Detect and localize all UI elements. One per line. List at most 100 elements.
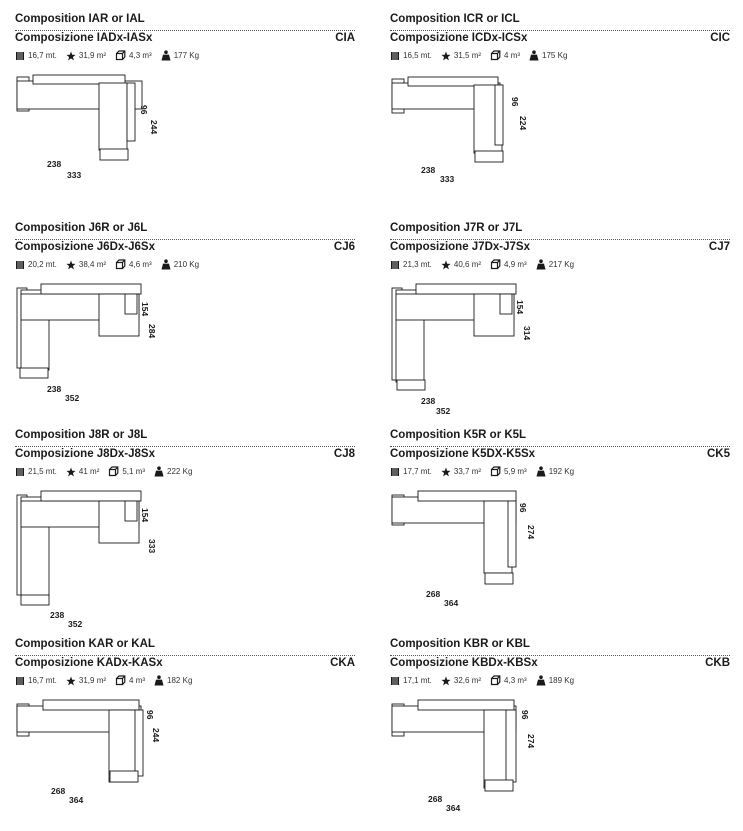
dim-inner: 238 <box>47 384 61 394</box>
cube-icon <box>115 50 126 61</box>
cube-icon <box>115 675 126 686</box>
specs-row: 16,7 mt. 31,9 m² 4,3 m³ 177 Kg <box>15 50 208 61</box>
spec-volume-value: 4,3 m³ <box>129 51 152 60</box>
spec-area-value: 40,6 m² <box>453 260 482 269</box>
sofa-side-back <box>126 82 136 142</box>
dotted-divider <box>390 30 730 31</box>
spec-volume: 4,3 m³ <box>115 50 152 61</box>
composition-subtitle: Composizione IADx-IASx <box>15 32 153 44</box>
spec-volume-value: 5,1 m³ <box>122 467 146 476</box>
sofa-footrest <box>484 572 514 585</box>
specs-row: 20,2 mt. 38,4 m² 4,6 m³ 210 Kg <box>15 259 208 270</box>
length-icon <box>391 467 399 476</box>
spec-volume: 4,9 m³ <box>490 259 527 270</box>
composition-title: Composition IAR or IAL <box>15 13 145 25</box>
sofa-backrest <box>417 699 515 711</box>
floor-plan: 96 244 238 333 <box>16 74 159 180</box>
composition-subtitle: Composizione KBDx-KBSx <box>390 657 538 669</box>
dotted-divider <box>15 446 355 447</box>
star-icon <box>441 260 451 269</box>
dim-short: 96 <box>145 710 155 720</box>
floor-plan: 154 333 238 352 <box>16 490 157 629</box>
spec-weight-value: 222 Kg <box>167 467 193 476</box>
composition-title: Composition KAR or KAL <box>15 638 155 650</box>
spec-area-value: 38,4 m² <box>78 260 107 269</box>
dim-short: 96 <box>520 710 530 720</box>
dotted-divider <box>390 446 730 447</box>
floor-plan: 96 224 238 333 <box>391 76 528 184</box>
floor-plan: 96 244 268 364 <box>16 699 161 805</box>
composition-code: CK5 <box>706 448 730 460</box>
specs-row: 21,5 mt. 41 m² 5,1 m³ 222 Kg <box>15 466 201 477</box>
weight-icon <box>154 466 164 477</box>
spec-weight: 182 Kg <box>154 675 192 686</box>
spec-volume-value: 4,9 m³ <box>504 260 527 269</box>
sofa-chaise <box>108 709 138 783</box>
dim-inner: 268 <box>428 794 442 804</box>
floor-plan: 96 274 268 364 <box>391 490 536 608</box>
length-icon <box>16 676 24 685</box>
spec-length: 21,3 mt. <box>390 260 432 270</box>
spec-volume-value: 4 m³ <box>129 676 146 685</box>
length-icon <box>16 260 24 269</box>
composition-subtitle: Composizione J8Dx-J8Sx <box>15 448 155 460</box>
spec-area: 41 m² <box>66 467 99 477</box>
spec-weight-value: 175 Kg <box>542 51 568 60</box>
composition-subtitle: Composizione K5DX-K5Sx <box>390 448 536 460</box>
spec-area: 32,6 m² <box>441 676 481 686</box>
spec-length: 16,5 mt. <box>390 51 432 61</box>
spec-weight: 175 Kg <box>529 50 567 61</box>
spec-volume: 4 m³ <box>490 50 520 61</box>
specs-row: 17,1 mt. 32,6 m² 4,3 m³ 189 Kg <box>390 675 583 686</box>
spec-volume: 5,9 m³ <box>490 466 527 477</box>
sofa-footrest <box>396 379 426 391</box>
dim-inner: 268 <box>51 786 65 796</box>
spec-area-value: 31,9 m² <box>78 51 107 60</box>
spec-volume-value: 5,9 m³ <box>504 467 527 476</box>
dim-inner: 268 <box>426 589 440 599</box>
spec-weight: 210 Kg <box>161 259 199 270</box>
sofa-side-back <box>494 84 504 146</box>
spec-weight-value: 189 Kg <box>548 676 575 685</box>
weight-icon <box>536 259 546 270</box>
dim-tall: 333 <box>147 539 157 553</box>
spec-length: 20,2 mt. <box>15 260 57 270</box>
sofa-footrest <box>474 150 504 163</box>
composition-subtitle: Composizione J6Dx-J6Sx <box>15 241 155 253</box>
sofa-backrest <box>40 490 142 502</box>
dim-tall: 284 <box>147 324 157 338</box>
composition-code: CJ6 <box>333 241 355 253</box>
dim-total: 333 <box>67 170 81 180</box>
star-icon <box>66 676 76 685</box>
dim-total: 333 <box>440 174 454 184</box>
star-icon <box>66 467 76 476</box>
composition-subtitle: Composizione KADx-KASx <box>15 657 163 669</box>
specs-row: 17,7 mt. 33,7 m² 5,9 m³ 192 Kg <box>390 466 583 477</box>
composition-title: Composition J8R or J8L <box>15 429 148 441</box>
sofa-backrest <box>40 283 142 295</box>
spec-area: 33,7 m² <box>441 467 481 477</box>
spec-weight-value: 217 Kg <box>548 260 575 269</box>
star-icon <box>441 467 451 476</box>
spec-length-value: 17,1 mt. <box>403 676 432 685</box>
star-icon <box>66 51 76 60</box>
composition-title: Composition J6R or J6L <box>15 222 148 234</box>
spec-area: 40,6 m² <box>441 260 481 270</box>
spec-volume: 4,6 m³ <box>115 259 152 270</box>
spec-volume-value: 4,3 m³ <box>504 676 527 685</box>
sofa-armrest <box>499 293 513 315</box>
dotted-divider <box>390 655 730 656</box>
spec-weight-value: 192 Kg <box>548 467 575 476</box>
composition-subtitle: Composizione ICDx-ICSx <box>390 32 528 44</box>
spec-area-value: 31,9 m² <box>78 676 107 685</box>
spec-area-value: 32,6 m² <box>453 676 482 685</box>
spec-length-value: 20,2 mt. <box>28 260 57 269</box>
sofa-footrest <box>19 367 49 379</box>
composition-code: CIA <box>335 32 355 44</box>
spec-length: 17,7 mt. <box>390 467 432 477</box>
composition-title: Composition J7R or J7L <box>390 222 523 234</box>
star-icon <box>441 51 451 60</box>
dim-tall: 314 <box>522 326 532 340</box>
sofa-footrest <box>20 594 50 606</box>
dim-inner: 238 <box>47 159 61 169</box>
